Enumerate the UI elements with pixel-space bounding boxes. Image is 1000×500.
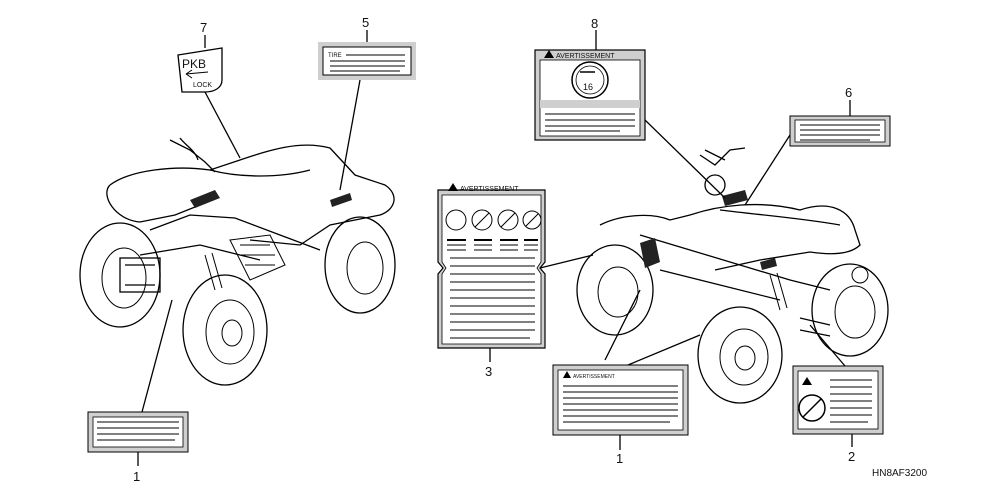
avertissement-1-text: AVERTISSEMENT: [573, 374, 615, 380]
callout-2: 2: [848, 449, 855, 464]
atv-left-illustration: [79, 137, 396, 386]
label-3-warning: AVERTISSEMENT: [437, 183, 546, 349]
avertissement-3-text: AVERTISSEMENT: [460, 186, 519, 193]
callout-1-left: 1: [133, 469, 140, 484]
label-1-left: [87, 411, 189, 453]
atv-right-illustration: [576, 147, 889, 404]
avertissement-8-text: AVERTISSEMENT: [556, 53, 615, 60]
pkb-text: PKB: [182, 57, 206, 71]
age-text: 16: [583, 82, 593, 92]
label-2: [792, 365, 884, 435]
leader-lines: [137, 30, 853, 466]
tire-text: TIRE: [328, 53, 342, 59]
callout-numbers: 7 5 8 6 3 1 1 2: [133, 15, 855, 484]
callout-6: 6: [845, 85, 852, 100]
callout-7: 7: [200, 20, 207, 35]
label-8-age-warning: AVERTISSEMENT 16: [534, 49, 646, 141]
label-5-tire: TIRE: [318, 42, 416, 80]
diagram-code: HN8AF3200: [872, 468, 927, 479]
callout-8: 8: [591, 16, 598, 31]
label-6: [789, 115, 891, 147]
callout-5: 5: [362, 15, 369, 30]
lock-text: LOCK: [193, 82, 212, 89]
label-1-right: AVERTISSEMENT: [552, 364, 689, 436]
label-7-parking-brake-lock: PKB LOCK: [177, 47, 223, 93]
callout-1-right: 1: [616, 451, 623, 466]
callout-3: 3: [485, 364, 492, 379]
